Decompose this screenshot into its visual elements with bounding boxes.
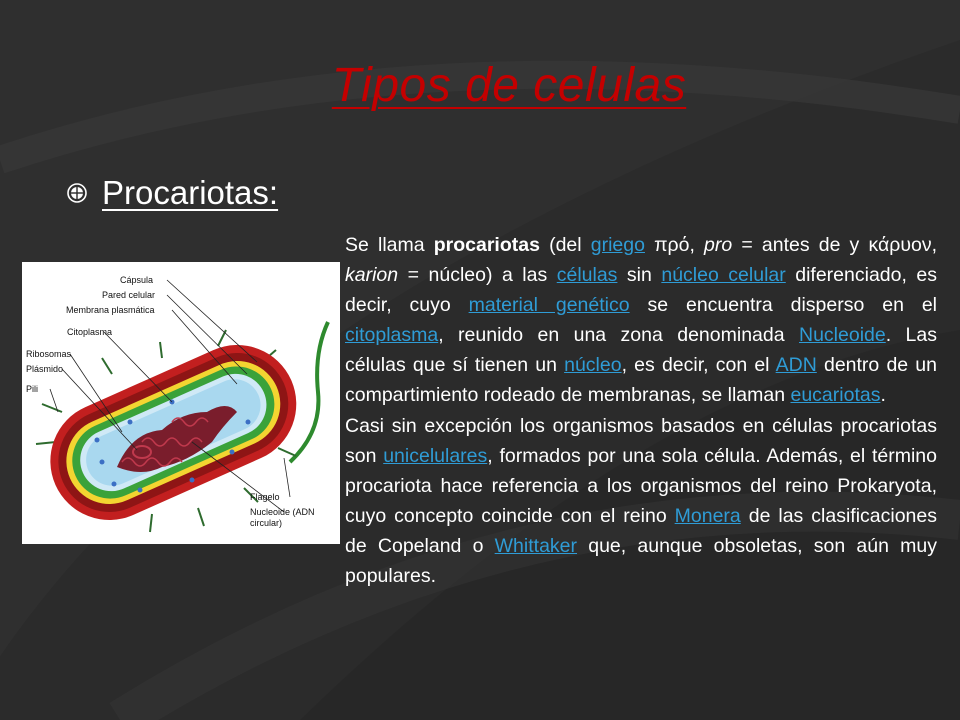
term-procariotas: procariotas (433, 234, 540, 256)
link-eucariotas[interactable]: eucariotas (790, 384, 881, 407)
section-heading: Procariotas: (102, 174, 279, 211)
label-plasmido: Plásmido (26, 364, 63, 374)
prokaryote-cell-diagram: Cápsula Pared celular Membrana plasmátic… (22, 262, 340, 544)
body-text: Se llama procariotas (del griego πρό, pr… (345, 230, 937, 591)
link-unicelulares[interactable]: unicelulares (383, 444, 488, 467)
link-whittaker[interactable]: Whittaker (494, 534, 578, 557)
link-monera[interactable]: Monera (674, 504, 741, 527)
label-ribosomas: Ribosomas (26, 349, 72, 359)
label-nucleoide: Nucleoide (ADN (250, 507, 315, 517)
paragraph-definition: Se llama procariotas (del griego πρό, pr… (345, 234, 938, 407)
label-membrana: Membrana plasmática (66, 305, 155, 315)
link-nucleo-celular[interactable]: núcleo celular (661, 264, 786, 287)
paragraph-organisms: Casi sin excepción los organismos basado… (345, 414, 937, 588)
link-griego[interactable]: griego (590, 234, 645, 256)
link-citoplasma[interactable]: citoplasma (345, 324, 439, 347)
label-capsula: Cápsula (120, 275, 153, 285)
link-material-genetico[interactable]: material genético (468, 294, 630, 317)
slide-title: Tipos de celulas (331, 59, 687, 112)
label-pili: Pili (26, 384, 38, 394)
label-pared-celular: Pared celular (102, 290, 155, 300)
link-nucleoide[interactable]: Nucleoide (799, 324, 886, 347)
link-celulas[interactable]: células (556, 264, 618, 287)
link-adn[interactable]: ADN (775, 354, 817, 377)
label-citoplasma: Citoplasma (67, 327, 112, 337)
link-nucleo[interactable]: núcleo (564, 354, 622, 377)
circle-bullet-icon (67, 183, 87, 203)
bullet-procariotas: Procariotas: (66, 174, 278, 212)
label-flagelo: Flagelo (250, 492, 280, 502)
label-nucleoide-2: circular) (250, 518, 282, 528)
